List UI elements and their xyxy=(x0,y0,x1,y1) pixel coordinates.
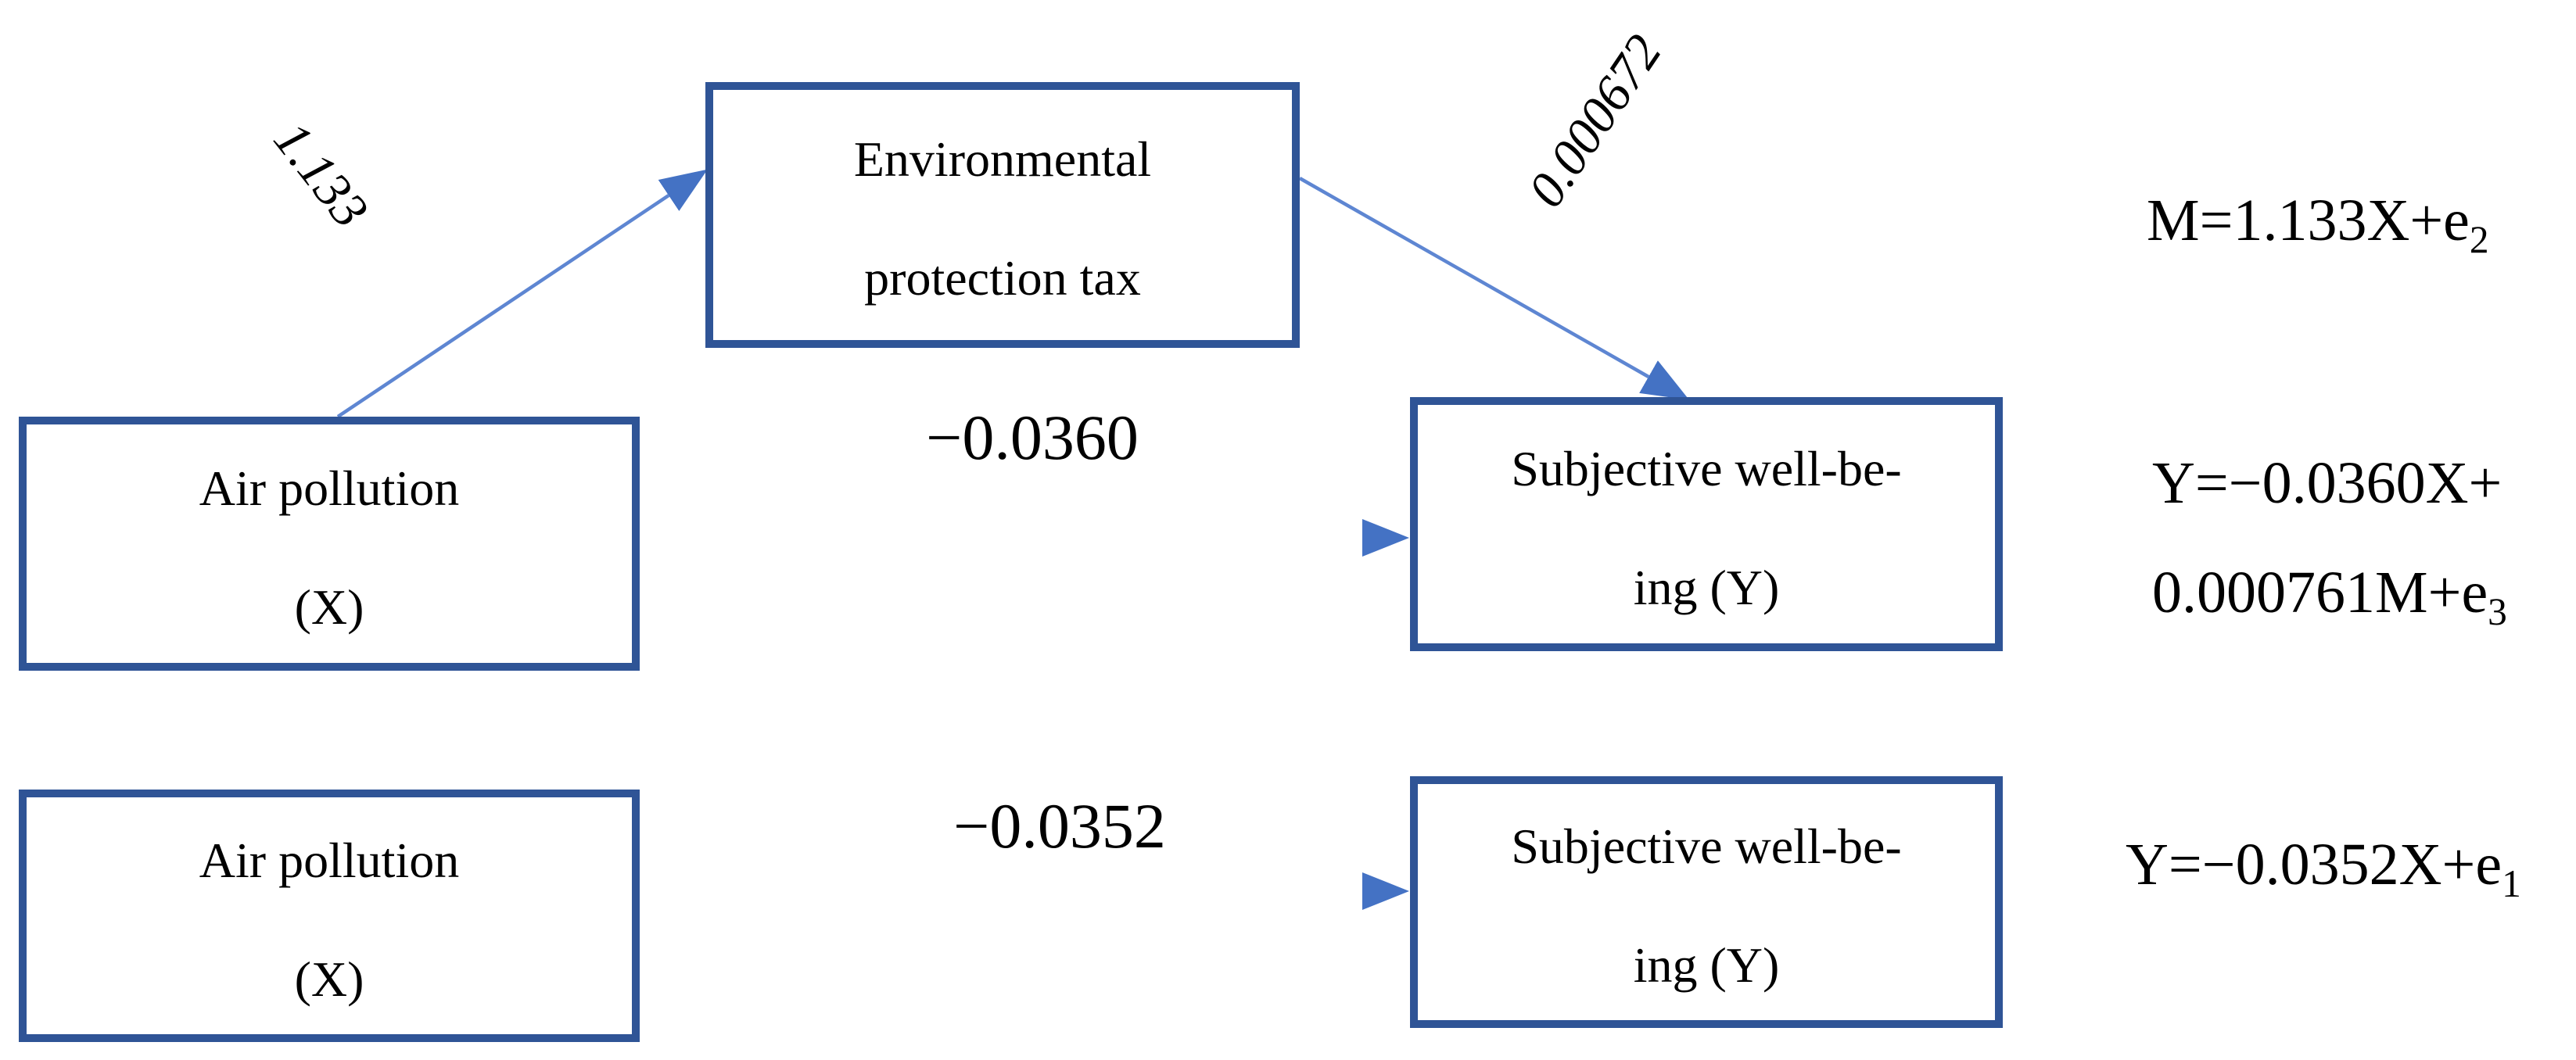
equation-subscript: 3 xyxy=(2488,590,2507,634)
equation-text: M=1.133X+e xyxy=(2147,188,2470,253)
box-text-line: Environmental xyxy=(853,131,1152,187)
box-text-line: (X) xyxy=(294,951,364,1007)
box-environmental-protection-tax: Environmental protection tax xyxy=(705,82,1300,348)
equation-subscript: 1 xyxy=(2502,862,2521,906)
equation-text: 0.000761M+e xyxy=(2152,560,2488,625)
path-coefficient-x-to-y-total: −0.0352 xyxy=(953,790,1166,861)
equation-line: Y=−0.0360X+ xyxy=(2152,428,2507,538)
box-text-line: (X) xyxy=(294,578,364,635)
arrow-x-to-m xyxy=(336,169,708,418)
box-text-line: Air pollution xyxy=(199,460,460,516)
box-air-pollution-bottom: Air pollution (X) xyxy=(19,790,640,1042)
box-text-line: ing (Y) xyxy=(1633,937,1780,993)
box-text-line: Subjective well-be- xyxy=(1511,440,1902,496)
box-air-pollution-top: Air pollution (X) xyxy=(19,417,640,671)
box-subjective-well-being-bottom: Subjective well-be- ing (Y) xyxy=(1410,776,2003,1028)
equation-mediator: M=1.133X+e2 xyxy=(2147,166,2489,275)
box-text-line: ing (Y) xyxy=(1633,559,1780,615)
box-subjective-well-being-top: Subjective well-be- ing (Y) xyxy=(1410,397,2003,651)
box-text-line: Subjective well-be- xyxy=(1511,818,1902,874)
path-coefficient-x-to-y-direct: −0.0360 xyxy=(926,402,1139,473)
box-text-line: Air pollution xyxy=(199,832,460,888)
arrow-m-to-y xyxy=(1298,177,1690,400)
equation-line: 0.000761M+e3 xyxy=(2152,538,2507,647)
equation-total-effect: Y=−0.0352X+e1 xyxy=(2126,810,2521,919)
equation-subscript: 2 xyxy=(2469,218,2489,262)
equation-text: Y=−0.0360X+ xyxy=(2152,450,2502,516)
equation-outcome-mediated: Y=−0.0360X+ 0.000761M+e3 xyxy=(2152,428,2507,647)
equation-text: Y=−0.0352X+e xyxy=(2126,832,2502,897)
box-text-line: protection tax xyxy=(864,250,1141,306)
